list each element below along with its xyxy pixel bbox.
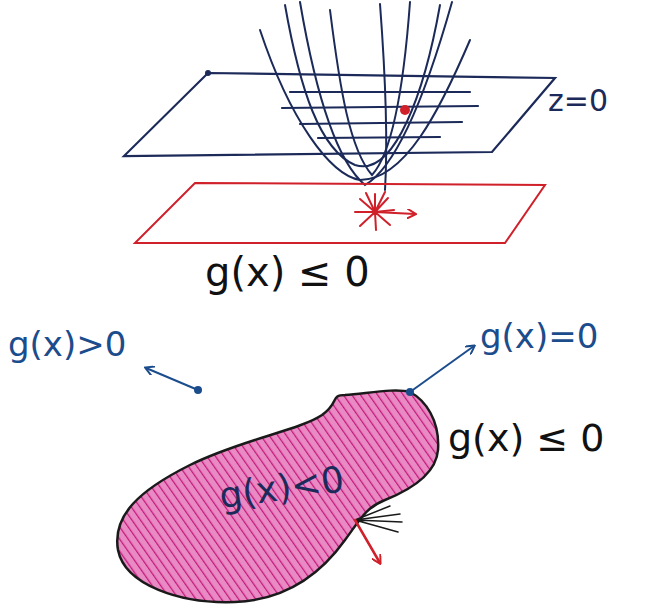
plane-z0 — [124, 73, 555, 156]
boundary-label: g(x)=0 — [480, 318, 598, 355]
surface — [260, 2, 470, 190]
direction-arrow — [146, 368, 198, 390]
feasible-label: g(x) ≤ 0 — [448, 418, 604, 460]
feasible-region: g(x)<0 — [110, 380, 450, 610]
region-shape — [117, 390, 438, 602]
constraint-label: g(x) ≤ 0 — [205, 250, 370, 294]
normal-arrow — [410, 346, 474, 392]
corner-dot — [205, 70, 211, 76]
plane-domain — [135, 183, 545, 243]
optimum-point — [400, 105, 410, 115]
plane-label: z=0 — [548, 84, 608, 117]
infeasible-label: g(x)>0 — [8, 326, 126, 363]
boundary-normals — [355, 506, 402, 563]
